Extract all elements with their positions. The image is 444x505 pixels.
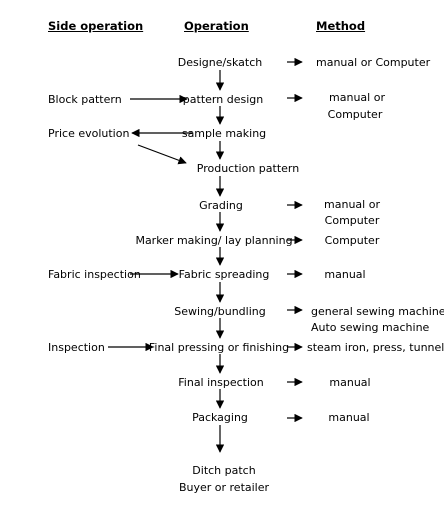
arrow-to-production-pattern xyxy=(137,144,187,165)
method-final-inspection: manual xyxy=(329,376,371,389)
operation-final-pressing: Final pressing or finishing xyxy=(148,341,290,354)
method-grading-line2: Computer xyxy=(324,214,380,227)
side-price-evolution: Price evolution xyxy=(48,127,130,140)
side-fabric-inspection: Fabric inspection xyxy=(48,268,141,281)
operation-packaging: Packaging xyxy=(192,411,248,424)
operation-grading: Grading xyxy=(199,199,243,212)
operation-marker-making: Marker making/ lay planning xyxy=(135,234,293,247)
method-final-pressing: steam iron, press, tunnel xyxy=(307,341,444,354)
operation-production-pattern: Production pattern xyxy=(196,162,300,175)
operation-final-inspection: Final inspection xyxy=(178,376,264,389)
method-pattern-design-line1: manual or xyxy=(329,91,385,104)
side-block-pattern: Block pattern xyxy=(48,93,122,106)
side-inspection: Inspection xyxy=(48,341,105,354)
method-sewing-line1: general sewing machine xyxy=(311,305,444,318)
operation-sewing-bundling: Sewing/bundling xyxy=(174,305,266,318)
operation-pattern-design: pattern design xyxy=(182,93,264,106)
method-grading-line1: manual or xyxy=(324,198,380,211)
method-marker-making: Computer xyxy=(324,234,380,247)
operation-ditch-patch: Ditch patch xyxy=(192,464,256,477)
method-pattern-design-line2: Computer xyxy=(327,108,383,121)
method-design-sketch: manual or Computer xyxy=(316,56,431,69)
header-operation: Operation xyxy=(184,19,249,33)
operation-buyer-retailer: Buyer or retailer xyxy=(178,481,270,494)
method-sewing-line2: Auto sewing machine xyxy=(311,321,430,334)
operation-sample-making: sample making xyxy=(181,127,267,140)
header-side-operation: Side operation xyxy=(48,19,144,33)
header-method: Method xyxy=(316,19,366,33)
operation-fabric-spreading: Fabric spreading xyxy=(178,268,270,281)
operation-design-sketch: Designe/skatch xyxy=(177,56,263,69)
method-packaging: manual xyxy=(328,411,370,424)
method-fabric-spreading: manual xyxy=(324,268,366,281)
